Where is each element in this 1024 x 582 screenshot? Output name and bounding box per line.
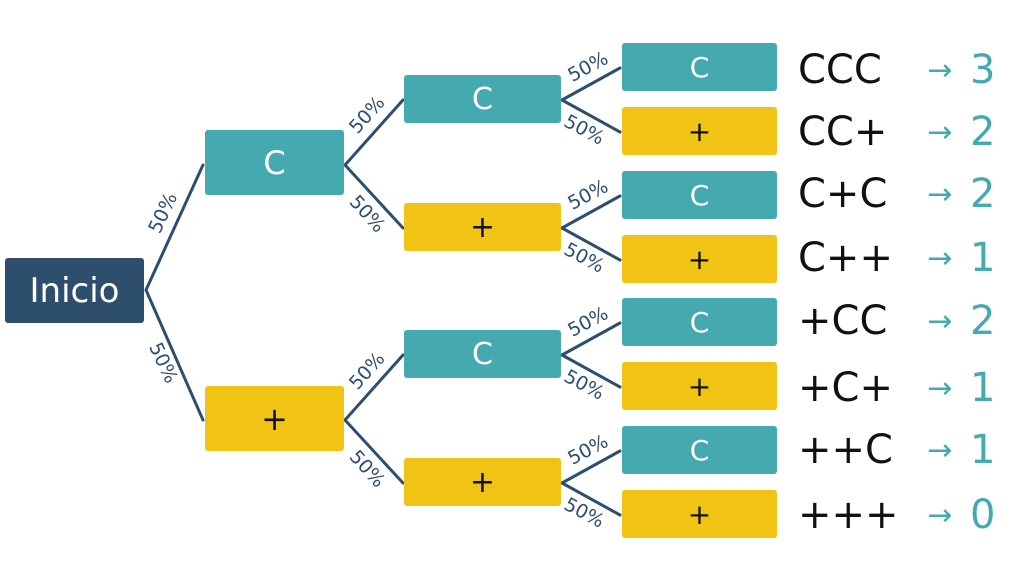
node-label: C bbox=[689, 433, 710, 467]
outcome-sequence: +CC bbox=[798, 298, 888, 344]
level2-node: C bbox=[404, 330, 561, 378]
arrow-icon: → bbox=[927, 114, 953, 150]
node-label: + bbox=[469, 464, 496, 500]
branch-line bbox=[343, 98, 405, 167]
arrow-icon: → bbox=[927, 303, 953, 339]
node-label: C bbox=[472, 336, 493, 372]
node-label: + bbox=[687, 114, 712, 148]
node-label: C bbox=[689, 305, 710, 339]
outcome-sequence: CC+ bbox=[798, 109, 888, 155]
level3-node: + bbox=[622, 107, 777, 155]
outcome-row: +C+ → 1 bbox=[798, 360, 1020, 416]
branch-line bbox=[144, 288, 205, 422]
outcome-row: CCC → 3 bbox=[798, 42, 1020, 98]
level2-node: C bbox=[404, 75, 561, 123]
arrow-icon: → bbox=[927, 240, 953, 276]
outcome-count: 2 bbox=[970, 171, 996, 217]
root-label: Inicio bbox=[29, 270, 120, 311]
outcome-sequence: C++ bbox=[798, 235, 893, 281]
outcome-count: 1 bbox=[970, 365, 996, 411]
root-node: Inicio bbox=[5, 258, 144, 323]
level3-node: + bbox=[622, 235, 777, 283]
node-label: C bbox=[472, 81, 493, 117]
outcome-row: CC+ → 2 bbox=[798, 104, 1020, 160]
level3-node: + bbox=[622, 490, 777, 538]
arrow-icon: → bbox=[927, 176, 953, 212]
outcome-sequence: C+C bbox=[798, 171, 888, 217]
level3-node: C bbox=[622, 171, 777, 219]
outcome-row: C++ → 1 bbox=[798, 230, 1020, 286]
outcome-count: 1 bbox=[970, 235, 996, 281]
level1-node-heads: C bbox=[205, 130, 344, 195]
branch-line bbox=[144, 163, 205, 292]
branch-line bbox=[343, 353, 405, 422]
outcome-sequence: ++C bbox=[798, 427, 893, 473]
node-label: + bbox=[687, 242, 712, 276]
outcome-row: +CC → 2 bbox=[798, 293, 1020, 349]
branch-line bbox=[560, 98, 622, 134]
outcome-sequence: +++ bbox=[798, 492, 899, 538]
level2-node: + bbox=[404, 458, 561, 506]
outcome-count: 2 bbox=[970, 109, 996, 155]
outcome-count: 3 bbox=[970, 47, 996, 93]
outcome-sequence: +C+ bbox=[798, 365, 893, 411]
arrow-icon: → bbox=[927, 432, 953, 468]
outcome-count: 1 bbox=[970, 427, 996, 473]
level2-node: + bbox=[404, 203, 561, 251]
outcome-row: ++C → 1 bbox=[798, 422, 1020, 478]
arrow-icon: → bbox=[927, 52, 953, 88]
outcome-row: C+C → 2 bbox=[798, 166, 1020, 222]
level3-node: C bbox=[622, 298, 777, 346]
outcome-count: 0 bbox=[970, 492, 996, 538]
arrow-icon: → bbox=[927, 497, 953, 533]
branch-line bbox=[343, 418, 405, 485]
node-label: + bbox=[687, 497, 712, 531]
branch-line bbox=[560, 449, 622, 485]
level3-node: C bbox=[622, 43, 777, 91]
node-label: + bbox=[687, 369, 712, 403]
node-label: + bbox=[261, 399, 288, 438]
level3-node: C bbox=[622, 426, 777, 474]
level1-node-tails: + bbox=[205, 386, 344, 451]
outcome-row: +++ → 0 bbox=[798, 487, 1020, 543]
branch-line bbox=[560, 194, 622, 230]
node-label: C bbox=[689, 50, 710, 84]
outcome-count: 2 bbox=[970, 298, 996, 344]
node-label: C bbox=[263, 143, 286, 182]
outcome-sequence: CCC bbox=[798, 47, 882, 93]
node-label: C bbox=[689, 178, 710, 212]
level3-node: + bbox=[622, 362, 777, 410]
branch-line bbox=[560, 353, 622, 389]
branch-line bbox=[343, 163, 405, 230]
branch-line bbox=[560, 481, 622, 517]
node-label: + bbox=[469, 209, 496, 245]
branch-line bbox=[560, 226, 622, 262]
branch-line bbox=[560, 321, 622, 357]
branch-line bbox=[560, 66, 622, 102]
arrow-icon: → bbox=[927, 370, 953, 406]
